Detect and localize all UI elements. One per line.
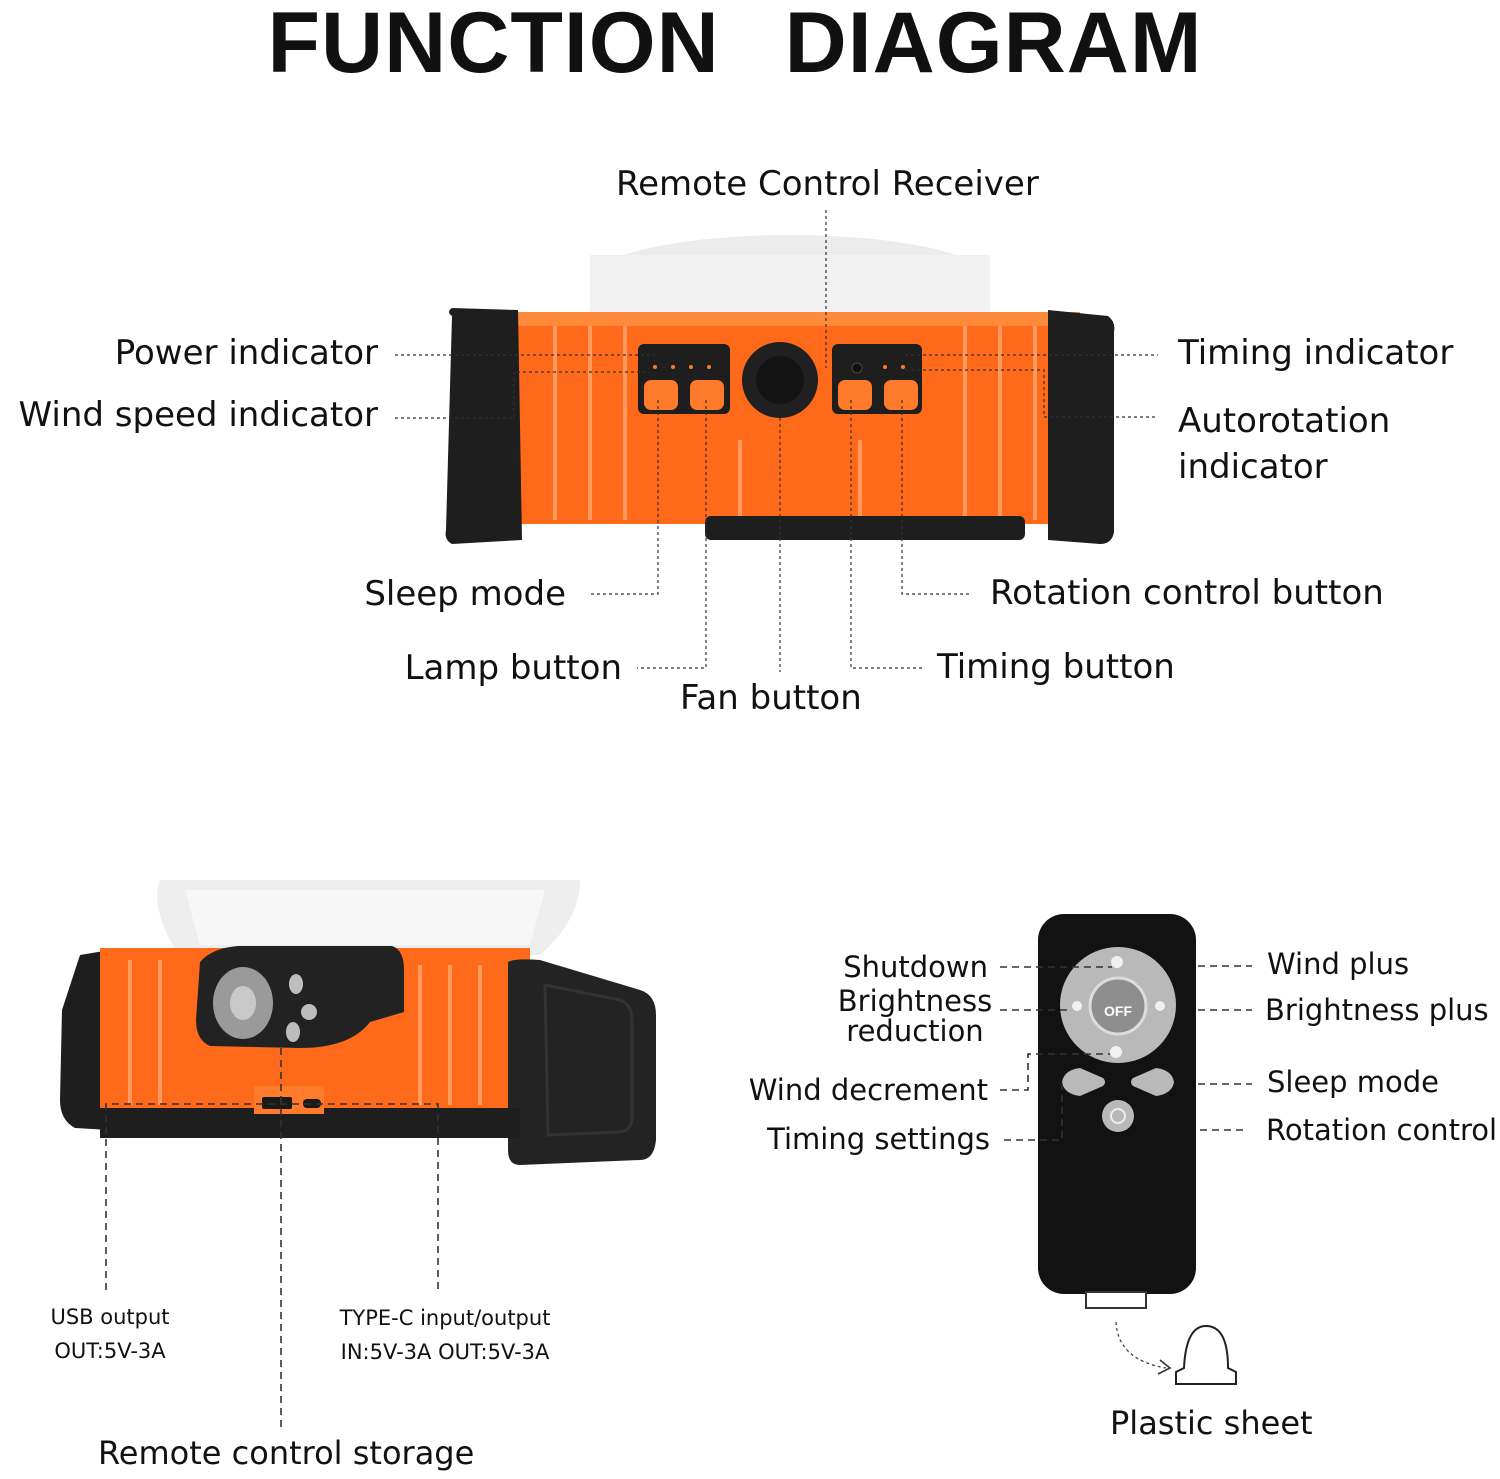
- label-remote-control-receiver: Remote Control Receiver: [616, 164, 1039, 204]
- label-timing-button: Timing button: [937, 647, 1175, 687]
- label-fan-button: Fan button: [680, 678, 862, 718]
- label-timing-settings: Timing settings: [767, 1122, 990, 1156]
- label-wind-plus: Wind plus: [1267, 947, 1410, 981]
- label-lamp-button: Lamp button: [404, 648, 622, 688]
- label-rotation-control: Rotation control: [1266, 1113, 1498, 1147]
- label-typec: TYPE-C input/output IN:5V-3A OUT:5V-3A: [339, 1306, 551, 1364]
- top-leader-lines: [395, 210, 1158, 672]
- label-wind-speed-indicator: Wind speed indicator: [18, 395, 378, 435]
- page-title: FUNCTION DIAGRAM: [267, 0, 1203, 91]
- label-remote-control-storage: Remote control storage: [98, 1434, 475, 1472]
- top-fan-unit: [445, 235, 1115, 544]
- off-button-label: OFF: [1104, 1003, 1132, 1019]
- label-sleep-mode: Sleep mode: [364, 574, 566, 614]
- label-remote-sleep-mode: Sleep mode: [1267, 1065, 1440, 1099]
- bottom-fan-unit: [60, 880, 656, 1165]
- remote-control: OFF: [1038, 914, 1196, 1309]
- label-power-indicator: Power indicator: [114, 333, 378, 373]
- label-shutdown: Shutdown: [843, 950, 988, 984]
- label-autorotation-indicator: Autorotation indicator: [1178, 401, 1391, 487]
- bottom-leader-lines: [105, 1048, 439, 1430]
- label-brightness-plus: Brightness plus: [1265, 993, 1489, 1027]
- label-wind-decrement: Wind decrement: [748, 1073, 988, 1107]
- remote-leader-lines: [1000, 965, 1252, 1375]
- label-rotation-control-button: Rotation control button: [990, 573, 1384, 613]
- label-timing-indicator: Timing indicator: [1178, 333, 1454, 373]
- plastic-sheet-icon: [1175, 1324, 1237, 1385]
- label-brightness-reduction: Brightness reduction: [837, 984, 993, 1048]
- label-usb-output: USB output OUT:5V-3A: [50, 1305, 170, 1363]
- label-plastic-sheet: Plastic sheet: [1110, 1404, 1313, 1442]
